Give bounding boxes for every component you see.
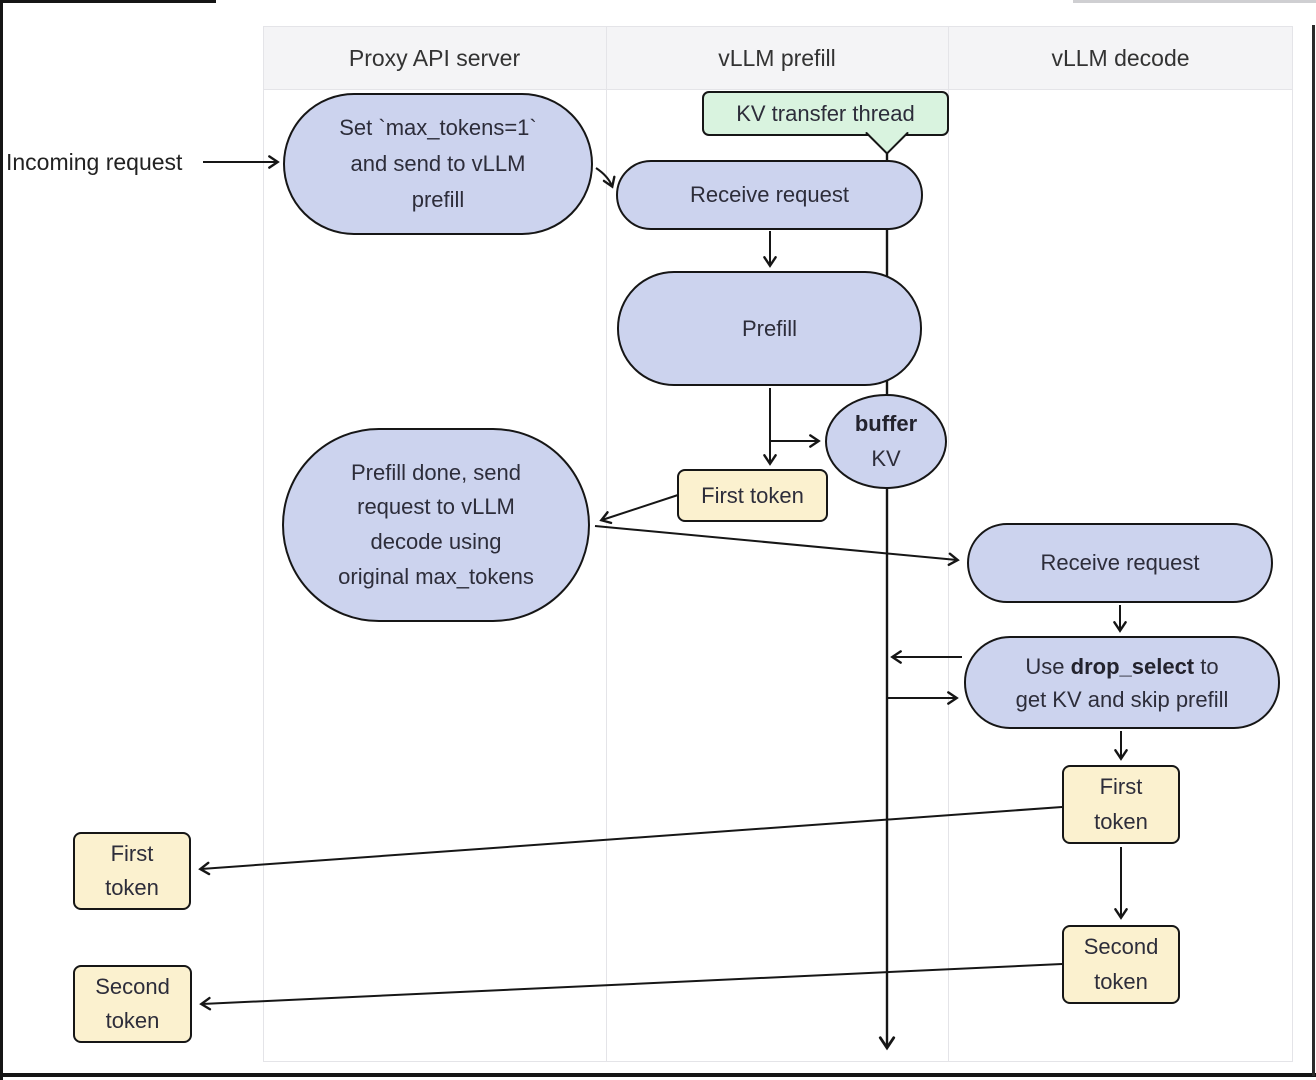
node-second-token-decode: Second token — [1062, 925, 1180, 1004]
buffer-kv-label: KV — [871, 445, 901, 471]
node-receive-request-prefill: Receive request — [616, 160, 923, 230]
node-set-max-tokens-line1: Set `max_tokens=1` — [339, 114, 537, 140]
lane-title-decode-label: vLLM decode — [1051, 44, 1190, 71]
drop-select-post: to — [1194, 653, 1219, 679]
prefill-label: Prefill — [741, 315, 797, 341]
prefill-done-line1: Prefill done, send — [351, 459, 521, 485]
node-first-token-out: First token — [73, 832, 191, 910]
drop-select-pre: Use — [1025, 653, 1071, 679]
arrow-proxy-to-receive — [595, 167, 616, 189]
lane-separator — [606, 26, 607, 1062]
frame-right-edge — [1312, 25, 1315, 1076]
drop-select-bold: drop_select — [1070, 653, 1195, 679]
second-token-decode-line2: token — [1094, 968, 1148, 994]
node-first-token-prefill: First token — [677, 469, 828, 522]
lane-title-proxy-label: Proxy API server — [348, 44, 521, 71]
frame-bottom-edge — [0, 1073, 1316, 1077]
prefill-done-line3: decode using — [370, 529, 502, 554]
prefill-done-line4: original max_tokens — [338, 563, 534, 589]
first-token-out-line1: First — [110, 840, 154, 866]
node-prefill-done: Prefill done, send request to vLLM decod… — [282, 428, 590, 622]
arrow-prefilldone-to-receivedecode — [594, 525, 960, 567]
lane-title-decode: vLLM decode — [948, 26, 1293, 90]
kv-transfer-thread-label: KV transfer thread — [736, 100, 915, 126]
node-set-max-tokens-line2: and send to vLLM — [350, 150, 526, 176]
first-token-prefill-label: First token — [701, 482, 804, 508]
node-drop-select: Use drop_select to get KV and skip prefi… — [964, 636, 1280, 729]
node-buffer-kv: buffer KV — [825, 394, 947, 489]
arrow-secondtoken-out — [199, 963, 1063, 1011]
node-prefill: Prefill — [617, 271, 922, 386]
frame-top-right-edge — [1073, 0, 1316, 3]
drop-select-line1: Use drop_select to — [1025, 650, 1218, 683]
receive-request-decode-label: Receive request — [1040, 550, 1200, 576]
lane-header-band — [263, 26, 1293, 90]
first-token-decode-line2: token — [1094, 808, 1148, 834]
frame-top-left-edge — [0, 0, 216, 3]
lane-title-prefill: vLLM prefill — [606, 26, 948, 90]
second-token-out-line2: token — [105, 1008, 160, 1033]
arrow-firsttoken-out — [198, 806, 1063, 876]
node-set-max-tokens: Set `max_tokens=1` and send to vLLM pref… — [283, 93, 593, 235]
node-receive-request-decode: Receive request — [967, 523, 1273, 603]
second-token-decode-line1: Second — [1083, 934, 1159, 960]
node-set-max-tokens-line3: prefill — [411, 187, 465, 213]
arrow-firsttoken-to-prefilldone — [599, 494, 679, 525]
first-token-out-line2: token — [105, 875, 159, 900]
frame-left-edge — [0, 0, 3, 1080]
lane-separator — [948, 26, 949, 1062]
drop-select-line2: get KV and skip prefill — [1015, 686, 1229, 712]
incoming-request-label: Incoming request — [6, 149, 183, 175]
first-token-decode-line1: First — [1099, 774, 1143, 800]
lane-title-prefill-label: vLLM prefill — [718, 44, 836, 71]
lane-title-proxy: Proxy API server — [263, 26, 606, 90]
second-token-out-line1: Second — [95, 973, 170, 999]
node-first-token-decode: First token — [1062, 765, 1180, 844]
node-kv-transfer-thread: KV transfer thread — [702, 91, 949, 136]
receive-request-prefill-label: Receive request — [690, 182, 849, 208]
buffer-kv-bold: buffer — [854, 411, 918, 437]
node-second-token-out: Second token — [73, 965, 192, 1043]
prefill-done-line2: request to vLLM — [357, 494, 515, 520]
